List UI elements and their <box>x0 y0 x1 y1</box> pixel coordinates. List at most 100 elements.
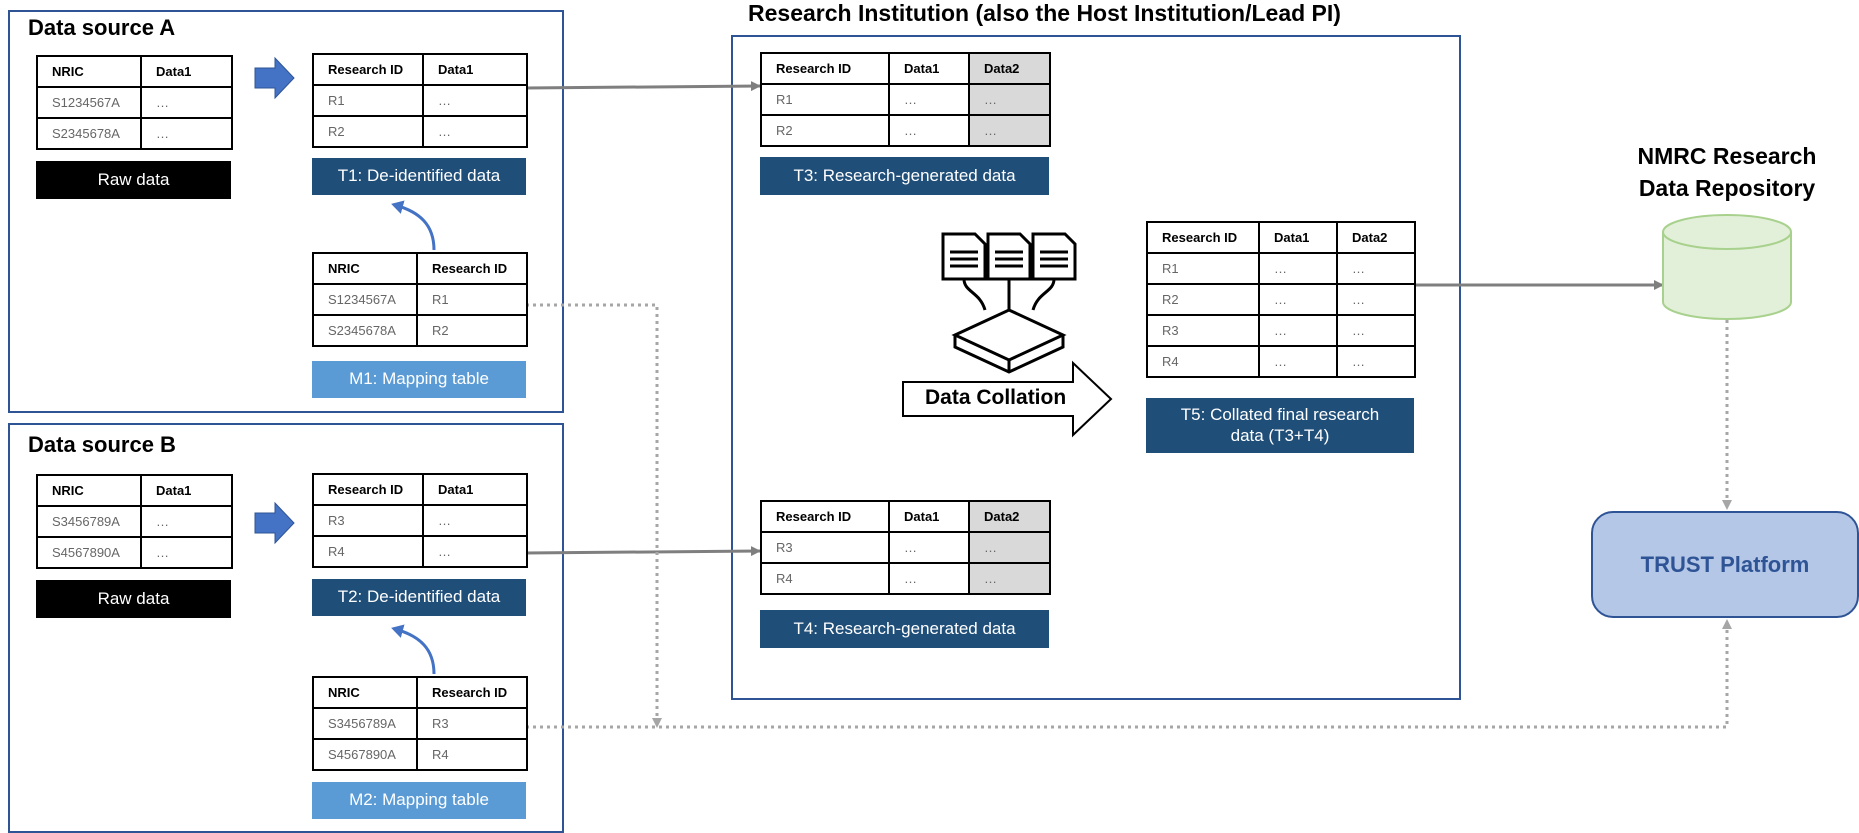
table-cell: S1234567A <box>36 86 142 119</box>
table-cell: … <box>968 531 1051 564</box>
table-cell: R1 <box>760 83 890 116</box>
table-cell: R2 <box>416 314 528 347</box>
table-cell: … <box>422 504 528 537</box>
table-cell: R2 <box>760 114 890 147</box>
t5-caption-line2: data (T3+T4) <box>1230 425 1330 445</box>
table-cell: R1 <box>416 283 528 316</box>
table-cell: R4 <box>1146 345 1260 378</box>
table-cell: … <box>968 114 1051 147</box>
table-header: NRIC <box>36 55 142 88</box>
table-header: Data2 <box>1336 221 1416 254</box>
table-cell: R1 <box>1146 252 1260 285</box>
raw-data-caption-b: Raw data <box>36 580 231 618</box>
table-cell: … <box>422 535 528 568</box>
repository-label-line2: Data Repository <box>1638 175 1816 202</box>
table-header: Research ID <box>1146 221 1260 254</box>
table-cell: R2 <box>1146 283 1260 316</box>
table-cell: … <box>888 83 970 116</box>
table-cell: … <box>1336 283 1416 316</box>
table-header: Research ID <box>416 252 528 285</box>
table-cell: … <box>1258 252 1338 285</box>
table-cell: … <box>1258 283 1338 316</box>
data-source-a-panel <box>8 10 564 413</box>
table-header: NRIC <box>36 474 142 507</box>
data-collation-arrow-icon <box>902 360 1113 438</box>
table-cell: … <box>968 562 1051 595</box>
table-cell: R3 <box>416 707 528 740</box>
m1-caption: M1: Mapping table <box>312 361 526 398</box>
data-source-a-title: Data source A <box>28 15 176 40</box>
table-header: Data1 <box>140 55 233 88</box>
data-source-b-title: Data source B <box>28 432 176 457</box>
table-cell: S4567890A <box>36 536 142 569</box>
table-cell: R2 <box>312 115 424 148</box>
table-cell: … <box>422 84 528 117</box>
table-cell: … <box>422 115 528 148</box>
table-header: Data2 <box>968 52 1051 85</box>
table-cell: S3456789A <box>312 707 418 740</box>
table-header: Research ID <box>312 473 424 506</box>
raw-to-t1-arrow-icon <box>254 56 295 100</box>
table-cell: … <box>968 83 1051 116</box>
table-cell: … <box>1336 314 1416 347</box>
table-cell: … <box>140 536 233 569</box>
table-cell: R3 <box>1146 314 1260 347</box>
table-cell: … <box>1336 345 1416 378</box>
table-cell: R3 <box>760 531 890 564</box>
table-cell: S2345678A <box>36 117 142 150</box>
t5-caption: T5: Collated final research data (T3+T4) <box>1146 398 1414 453</box>
table-header: Research ID <box>312 53 424 86</box>
table-header: Research ID <box>760 500 890 533</box>
t5-caption-line1: T5: Collated final research <box>1180 405 1380 425</box>
table-header: NRIC <box>312 676 418 709</box>
table-header: Data1 <box>422 53 528 86</box>
m1-to-institution-dotted-arrow <box>526 303 662 728</box>
table-header: Data2 <box>968 500 1051 533</box>
table-cell: S4567890A <box>312 738 418 771</box>
table-header: Data1 <box>1258 221 1338 254</box>
table-header: Research ID <box>760 52 890 85</box>
table-cell: … <box>140 86 233 119</box>
m2-to-trust-dotted-arrow <box>526 619 1732 729</box>
table-cell: R1 <box>312 84 424 117</box>
table-cell: … <box>1258 314 1338 347</box>
t1-to-t3-arrow <box>525 81 761 92</box>
t2-to-t4-arrow <box>525 546 761 557</box>
table-cell: R4 <box>312 535 424 568</box>
trust-platform-box: TRUST Platform <box>1591 511 1859 618</box>
t4-caption: T4: Research-generated data <box>760 610 1049 648</box>
table-cell: S1234567A <box>312 283 418 316</box>
table-cell: S2345678A <box>312 314 418 347</box>
table-cell: … <box>1258 345 1338 378</box>
raw-to-t2-arrow-icon <box>254 501 295 545</box>
t1-caption: T1: De-identified data <box>312 158 526 195</box>
table-cell: … <box>888 562 970 595</box>
table-header: Data1 <box>140 474 233 507</box>
data-collation-label: Data Collation <box>925 386 1067 409</box>
t3-caption: T3: Research-generated data <box>760 157 1049 195</box>
table-cell: … <box>140 505 233 538</box>
research-institution-panel <box>731 35 1461 700</box>
raw-data-caption-a: Raw data <box>36 161 231 199</box>
table-cell: R4 <box>416 738 528 771</box>
table-header: Data1 <box>888 52 970 85</box>
repository-label-line1: NMRC Research <box>1637 143 1817 169</box>
t2-caption: T2: De-identified data <box>312 579 526 616</box>
table-cell: R4 <box>760 562 890 595</box>
m1-to-t1-curved-arrow <box>391 200 436 251</box>
research-institution-title: Research Institution (also the Host Inst… <box>748 0 1341 26</box>
table-cell: R3 <box>312 504 424 537</box>
table-header: Data1 <box>422 473 528 506</box>
table-header: NRIC <box>312 252 418 285</box>
database-cylinder-icon <box>1662 214 1792 320</box>
m2-to-t2-curved-arrow <box>391 624 436 675</box>
